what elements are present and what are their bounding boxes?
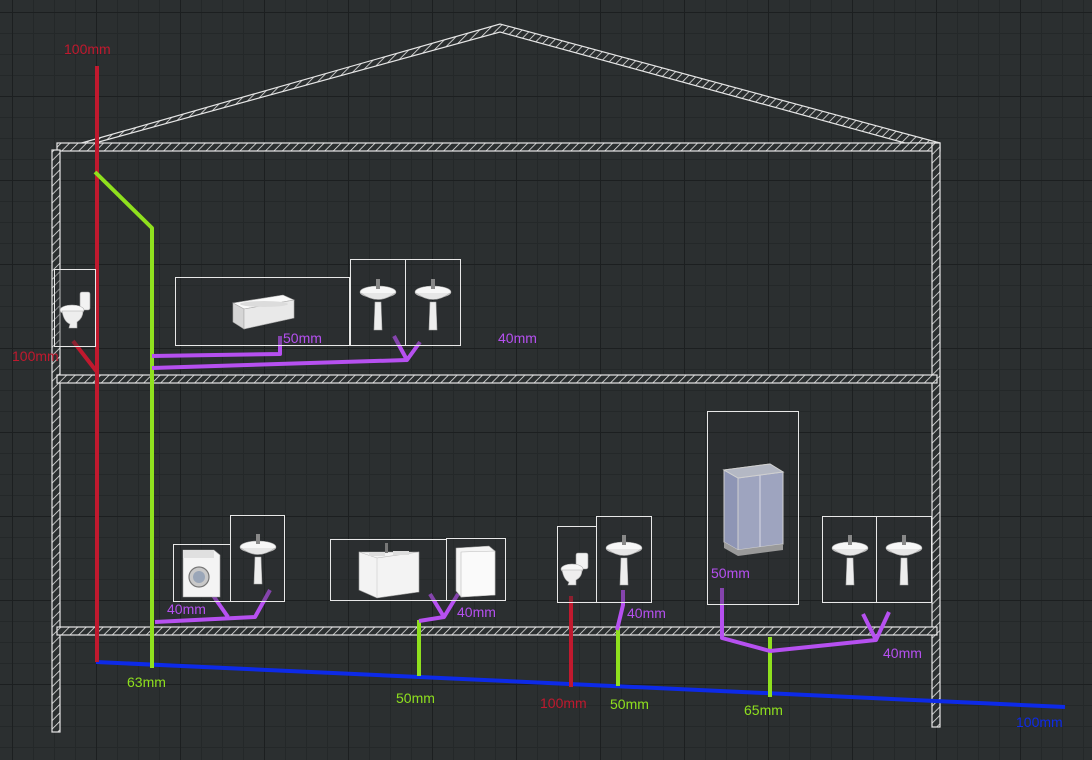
shower-cabin-fixture[interactable] (707, 411, 799, 605)
pipes (71, 66, 1066, 709)
vent-stack-pipe (93, 170, 154, 668)
basin-icon (359, 279, 397, 331)
basin-icon (885, 535, 923, 586)
basin-icon (831, 535, 869, 586)
washer-size-label: 40mm (167, 601, 206, 617)
toilet-icon (560, 552, 589, 586)
upper-floor-slab (56, 374, 938, 384)
lower-toilet-fixture[interactable] (557, 526, 597, 603)
basin-branch-pipe (615, 590, 625, 631)
toilet-icon (59, 291, 91, 329)
upper-basins-size-label: 40mm (498, 330, 537, 346)
main-sewer-pipe (95, 660, 1066, 709)
upper-basins-branch-pipe (151, 358, 408, 370)
double-basin-size-label: 40mm (883, 645, 922, 661)
upper-bath-branch-pipe (151, 336, 282, 358)
lower-basin-fixture[interactable] (596, 516, 652, 603)
dishwasher-icon (455, 545, 496, 598)
kitchen-sink-fixture[interactable] (330, 539, 447, 601)
upper-toilet-fixture[interactable] (54, 269, 96, 347)
basin-icon (414, 279, 452, 331)
double-basin-y-pipe (861, 611, 891, 642)
upper-bath-size-label: 50mm (283, 330, 322, 346)
stack-top-size-label: 100mm (64, 41, 111, 57)
upper-basin-2-fixture[interactable] (405, 259, 461, 346)
left-wall (51, 149, 61, 733)
building-structure (51, 23, 941, 733)
shower-drop-size-label: 65mm (744, 702, 783, 718)
upper-bathtub-fixture[interactable] (175, 277, 350, 346)
basin-branch-size-label: 40mm (627, 605, 666, 621)
right-wall (931, 142, 941, 728)
basin-drop-size-label: 50mm (610, 696, 649, 712)
roof-slab (56, 142, 941, 152)
kitchen-link-pipe (418, 615, 445, 623)
ground-floor-slab (56, 626, 938, 636)
laundry-basin-fixture[interactable] (230, 515, 285, 602)
shower-branch-pipe (720, 588, 877, 653)
upper-toilet-size-label: 100mm (12, 348, 59, 364)
kitchen-sink-size-label: 40mm (457, 604, 496, 620)
double-basin-2-fixture[interactable] (876, 516, 932, 603)
base-vent-size-label: 63mm (127, 674, 166, 690)
laundry-branch-pipe (154, 589, 272, 624)
sewer-out-size-label: 100mm (1016, 714, 1063, 730)
kitchen-drop-size-label: 50mm (396, 690, 435, 706)
kitchen-sink-icon (358, 543, 420, 599)
basin-icon (239, 534, 277, 585)
upper-basins-y-pipe (392, 335, 422, 362)
washer-branch-pipe (210, 592, 230, 619)
roof-outline (56, 23, 941, 151)
shower-cabin-icon (722, 463, 785, 556)
double-basin-1-fixture[interactable] (822, 516, 877, 603)
washing-machine-fixture[interactable] (173, 544, 231, 602)
washing-machine-icon (182, 549, 221, 598)
bathtub-icon (232, 294, 295, 330)
basin-icon (605, 535, 643, 586)
dishwasher-fixture[interactable] (446, 538, 506, 601)
shower-size-label: 50mm (711, 565, 750, 581)
upper-basin-1-fixture[interactable] (350, 259, 406, 346)
toilet-drop-size-label: 100mm (540, 695, 587, 711)
